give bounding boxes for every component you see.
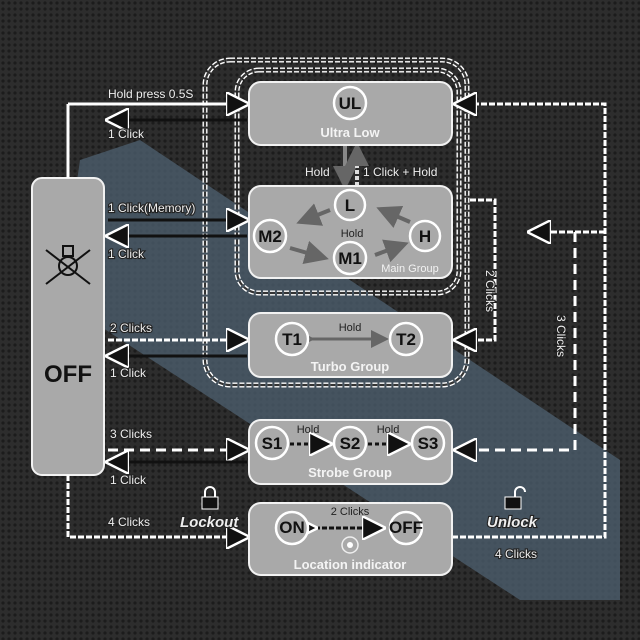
mode-s3-label: S3 [418,434,439,453]
turbo-hold-label: Hold [339,322,362,334]
strobe-group[interactable]: S1 S2 S3 Hold Hold Strobe Group [248,419,453,485]
mode-t2[interactable] [388,321,424,357]
mode-off[interactable] [388,510,424,546]
mode-on[interactable] [274,510,310,546]
main-hold-label: Hold [341,228,364,240]
ul-back-label: 1 Click [108,127,145,141]
lock-icon [201,486,219,510]
off-label: OFF [44,361,92,388]
transition-arrows [66,104,607,537]
mode-l-label: L [345,196,355,215]
mode-s2-label: S2 [340,434,361,453]
strobe-hold-label-1: Hold [297,424,320,436]
mode-m1[interactable] [332,240,368,276]
mode-m1-label: M1 [338,249,362,268]
mode-on-label: ON [279,518,305,537]
memory-label: 1 Click(Memory) [108,201,195,215]
main-back-label: 1 Click [108,247,145,261]
off-state-panel[interactable]: OFF [31,177,105,476]
mode-ul-label: UL [339,94,362,113]
location-toggle-label: 2 Clicks [331,506,370,518]
turbo-group-title: Turbo Group [311,359,390,374]
mode-h-label: H [419,227,431,246]
mode-t2-label: T2 [396,330,416,349]
mode-ul[interactable] [332,85,368,121]
hold-down-label: Hold [305,165,330,179]
mode-t1-label: T1 [282,330,302,349]
turbo-group[interactable]: T1 T2 Hold Turbo Group [248,312,453,378]
lockout-label: Lockout [180,514,239,531]
mode-s1[interactable] [254,425,290,461]
mode-off-label: OFF [389,518,423,537]
mode-m2[interactable] [252,218,288,254]
main-group[interactable]: L M2 H M1 Hold Main Group [248,185,453,279]
strobe-back-label: 1 Click [110,473,147,487]
click-hold-up-label: 1 Click + Hold [363,165,437,179]
main-group-title: Main Group [381,263,438,275]
unlock-clicks-label: 4 Clicks [495,547,537,561]
side-three-clicks-label: 3 Clicks [554,315,568,357]
unlock-label: Unlock [487,514,538,531]
turbo-back-label: 1 Click [110,366,147,380]
mode-t1[interactable] [274,321,310,357]
main-cycle-arrows [289,203,411,265]
mode-s1-label: S1 [262,434,283,453]
mode-h[interactable] [408,219,442,253]
unlock-icon [504,486,526,510]
location-group-title: Location indicator [294,557,407,572]
mode-l[interactable] [333,188,367,222]
strobe-group-title: Strobe Group [308,465,392,480]
four-clicks-label: 4 Clicks [108,515,150,529]
hold-press-label: Hold press 0.5S [108,87,193,101]
no-light-bulb-icon [45,245,91,285]
three-clicks-label: 3 Clicks [110,427,152,441]
mode-m2-label: M2 [258,227,282,246]
mode-s3[interactable] [410,425,446,461]
strobe-hold-label-2: Hold [377,424,400,436]
ultra-low-title: Ultra Low [320,125,380,140]
location-indicator-group[interactable]: ON OFF 2 Clicks Location indicator [248,502,453,576]
ultra-low-group[interactable]: UL Ultra Low [248,81,453,146]
two-clicks-label: 2 Clicks [110,321,152,335]
mode-s2[interactable] [332,425,368,461]
light-indicator-icon [341,536,359,554]
side-two-clicks-label: 2 Clicks [483,270,497,312]
